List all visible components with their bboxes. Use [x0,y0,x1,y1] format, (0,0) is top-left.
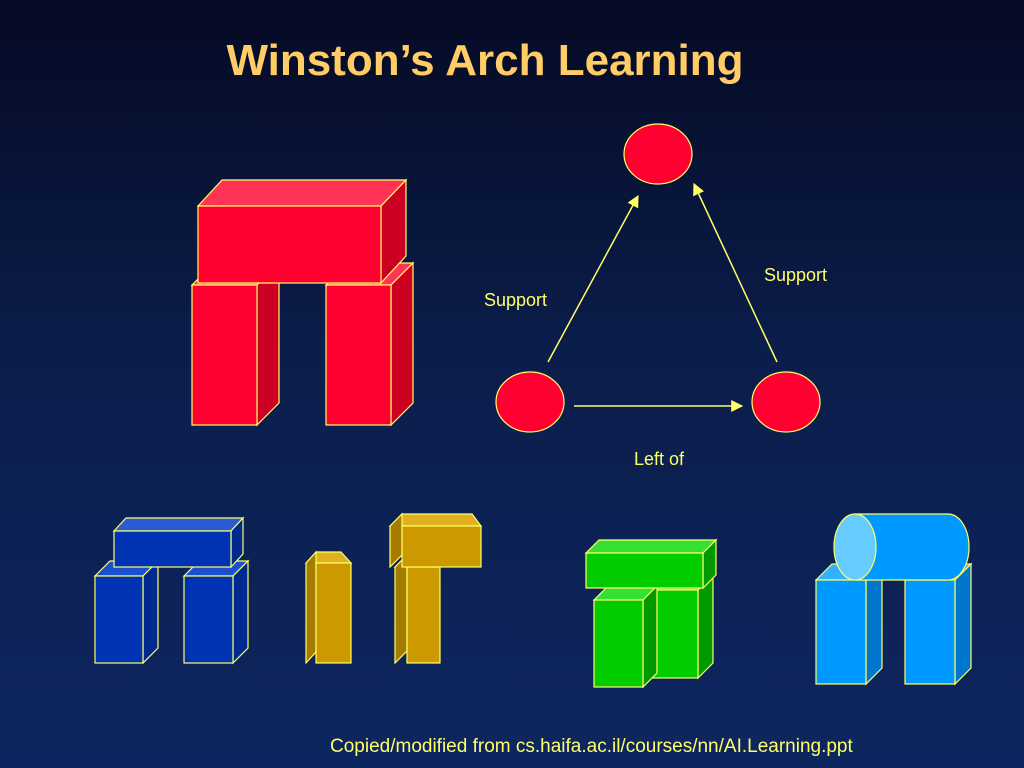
cyan-right-post [903,562,973,686]
slide-title: Winston’s Arch Learning [226,36,744,85]
gold-lintel [388,512,483,569]
edge-support-right [693,182,778,363]
top-node [623,123,693,185]
blue-arch-lintel [112,516,245,569]
cyan-cylinder-lintel [833,513,970,581]
support-label-right: Support [764,265,827,285]
blue-arch-right-post [182,559,250,665]
support-label-left: Support [484,290,547,310]
edge-support-left [547,194,639,363]
gold-post [393,553,441,665]
blue-arch-left-post [93,559,160,665]
gold-fallen-post [304,550,353,665]
green-arch [584,538,718,689]
green-back-post [646,573,715,680]
cyan-left-post [814,562,884,686]
green-front-post [592,584,659,689]
red-arch-lintel [196,178,408,285]
left-node [495,371,565,433]
blue-arch [93,516,250,665]
red-arch-left-post [190,261,281,427]
red-arch-example [190,178,415,427]
red-arch-right-post [324,261,415,427]
semantic-network: Support Support Left of [484,123,827,469]
left-of-label: Left of [634,449,685,469]
cyan-arch [814,513,973,686]
green-lintel [584,538,718,590]
source-credit: Copied/modified from cs.haifa.ac.il/cour… [330,736,853,757]
gold-collapsed-arch [304,512,483,665]
right-node [751,371,821,433]
